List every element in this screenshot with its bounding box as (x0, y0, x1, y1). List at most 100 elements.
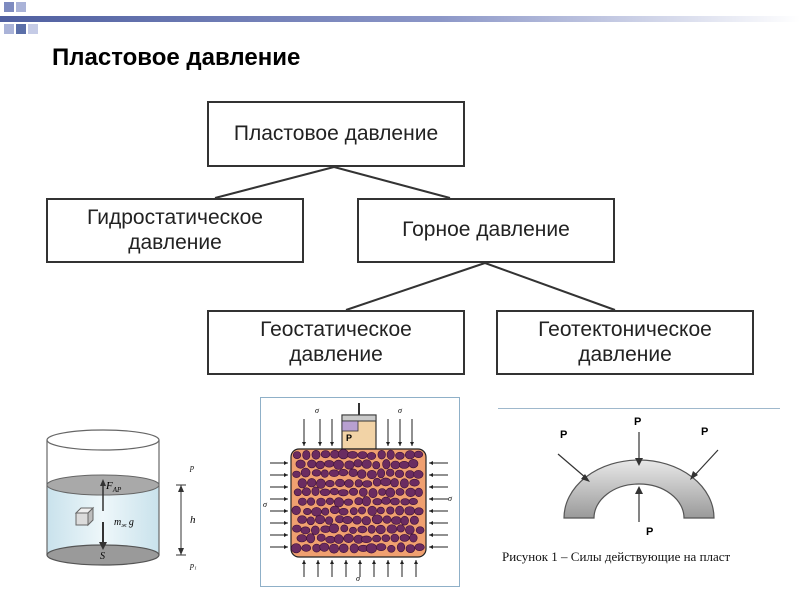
grain (338, 448, 349, 460)
stress-arrow-head (302, 442, 306, 446)
grain (367, 525, 376, 534)
grain (316, 533, 326, 542)
grain (415, 526, 425, 534)
stress-arrow-head (316, 560, 320, 564)
grain (354, 479, 363, 488)
grain (349, 543, 359, 554)
grain (338, 543, 349, 554)
grain (378, 488, 387, 496)
grain (329, 505, 340, 514)
grain (319, 542, 330, 552)
node-rock-pressure-label: Горное давление (402, 218, 570, 242)
grain (357, 525, 368, 534)
piston-label: P (346, 433, 352, 443)
grain (380, 477, 392, 487)
grain (405, 487, 416, 497)
node-geostatic-line2: давление (289, 342, 383, 366)
piston-figure: P σ σ σ σ σ (260, 397, 460, 587)
grain (405, 470, 415, 479)
grain (390, 478, 399, 488)
figure-caption: Рисунок 1 – Силы действующие на пласт (502, 549, 731, 564)
grain (311, 486, 320, 497)
stress-arrow-head (400, 560, 404, 564)
stress-arrow-head (344, 560, 348, 564)
node-rock-pressure: Горное давление (357, 198, 615, 263)
stress-arrow-head (284, 461, 288, 465)
grain (335, 478, 345, 488)
grain (368, 488, 378, 499)
stress-arrow-head (372, 560, 376, 564)
grain (302, 450, 311, 460)
grain (409, 478, 420, 487)
grain (329, 543, 340, 554)
stress-arrow-head (386, 560, 390, 564)
grain (306, 516, 315, 526)
grain (371, 514, 383, 525)
grain (372, 498, 383, 506)
grain (375, 524, 386, 535)
grain (295, 459, 306, 469)
grain (400, 515, 409, 526)
grain (385, 487, 396, 498)
grain (367, 505, 377, 516)
grain (316, 478, 326, 489)
grain (334, 534, 344, 544)
stress-arrow-head (318, 442, 322, 446)
grain (325, 497, 334, 506)
sigma-top-right: σ (398, 406, 403, 415)
grain (297, 515, 307, 524)
grain (386, 449, 395, 460)
grain (340, 524, 349, 533)
grain (343, 533, 354, 544)
bottom-pressure-label: p₁ (189, 561, 197, 570)
grain (372, 477, 382, 487)
grain (320, 450, 331, 459)
grain (321, 507, 330, 516)
node-formation-pressure-label: Пластовое давление (233, 121, 439, 145)
grain (344, 460, 355, 470)
grain (382, 459, 391, 470)
grain (314, 514, 326, 525)
height-label: h (190, 514, 196, 526)
grain (385, 468, 395, 477)
grain (358, 506, 367, 515)
grain (297, 478, 307, 489)
grain (328, 469, 340, 477)
grain (352, 515, 362, 525)
grain (377, 449, 386, 460)
grain (347, 451, 358, 459)
grain (377, 468, 386, 479)
node-geostatic-pressure: Геостатическое давление (207, 310, 465, 375)
grain (413, 450, 424, 459)
stress-arrow-head (429, 545, 433, 549)
stress-arrows (270, 419, 448, 577)
grain (348, 468, 358, 478)
grain (414, 487, 423, 497)
grain (409, 533, 418, 543)
grain-pack (291, 448, 425, 554)
sigma-bottom: σ (356, 574, 361, 583)
node-geotectonic-pressure: Геотектоническое давление (496, 310, 754, 375)
grain (408, 458, 419, 469)
grain (394, 469, 405, 478)
grain (366, 452, 377, 460)
grain (315, 460, 325, 470)
top-pressure-label: p (189, 463, 194, 472)
svg-text:mжg: mжg (114, 517, 134, 529)
grain (307, 459, 317, 469)
stress-arrow-head (284, 509, 288, 513)
grain (386, 506, 395, 515)
grain (292, 524, 302, 533)
grain (366, 470, 377, 480)
sigma-right: σ (448, 494, 453, 503)
grain (395, 451, 405, 460)
grain (298, 497, 307, 506)
stress-arrow-head (284, 521, 288, 525)
grain (386, 524, 398, 534)
grain (292, 451, 302, 459)
grain (311, 507, 322, 517)
grain (405, 525, 415, 535)
grain (291, 543, 302, 554)
grain (349, 526, 357, 534)
stress-arrow-head (429, 473, 433, 477)
